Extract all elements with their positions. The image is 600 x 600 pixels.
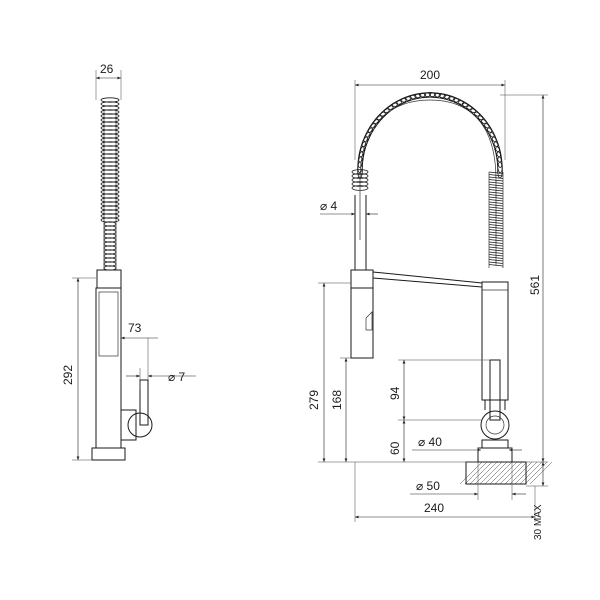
front-handle-knob: [480, 410, 510, 440]
side-base: [91, 447, 126, 461]
front-dim-handle-height: 94: [388, 386, 402, 400]
side-handle: [121, 409, 137, 441]
side-dim-height: 292: [61, 365, 75, 385]
front-dim-handle-diameter: ⌀ 40: [418, 435, 442, 449]
front-dim-deck-thickness: 30 MAX: [533, 504, 544, 540]
front-dim-body-height: 168: [330, 390, 344, 410]
front-spring-coil: [351, 92, 503, 191]
front-view: 200 561 30 MAX ⌀ 4 279 168 94 60: [307, 68, 553, 540]
front-spray-head: [350, 269, 374, 289]
front-base: [481, 439, 509, 449]
side-body: [95, 287, 122, 449]
side-dim-handle-diameter: ⌀ 7: [168, 370, 186, 384]
side-dim-width: 26: [100, 62, 114, 76]
side-view: 26 292 73 ⌀ 7: [61, 62, 196, 461]
side-spray-head: [96, 269, 122, 289]
front-dim-spray-diameter: ⌀ 4: [320, 199, 338, 213]
front-dim-base-height: 60: [388, 441, 402, 455]
front-dim-base-diameter: ⌀ 50: [416, 479, 440, 493]
front-dim-total-height: 561: [528, 275, 542, 295]
front-dim-overall-width: 240: [424, 501, 444, 515]
front-dim-width: 200: [420, 68, 440, 82]
front-body: [481, 281, 509, 401]
front-dim-spout-height: 279: [307, 390, 321, 410]
side-dim-reach: 73: [128, 321, 142, 335]
deck-hatch: [459, 461, 553, 485]
side-spring-coil: [100, 97, 120, 271]
